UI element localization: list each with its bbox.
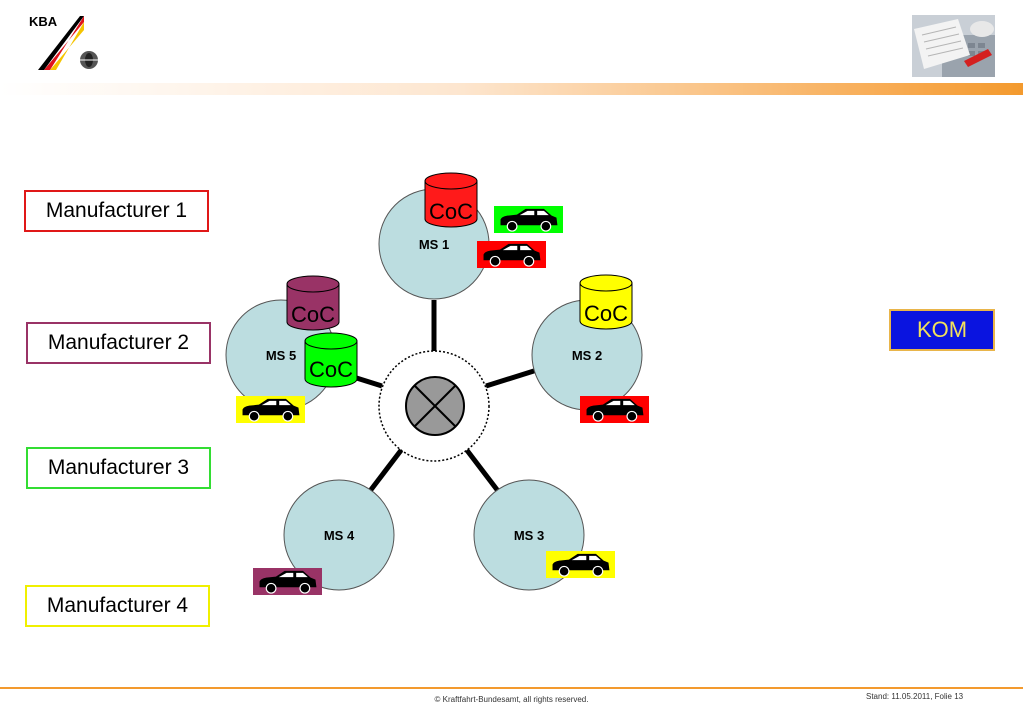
federal-eagle-icon	[80, 51, 98, 69]
ms-label: MS 4	[324, 528, 355, 543]
car-tag	[477, 241, 546, 268]
logo-text: KBA	[29, 14, 58, 29]
header-bar	[0, 83, 1023, 95]
car-tag	[546, 551, 615, 578]
connection-ms2	[485, 367, 538, 389]
coc-label: CoC	[291, 302, 335, 327]
ms-node-ms4: MS 4	[283, 479, 395, 591]
connection-ms4	[368, 447, 404, 493]
manufacturer-label: Manufacturer 3	[47, 456, 190, 479]
ms-label: MS 3	[514, 528, 544, 543]
car-tag	[253, 568, 322, 595]
copyright-text: © Kraftfahrt-Bundesamt, all rights reser…	[434, 695, 589, 704]
manufacturer-label: Manufacturer 1	[45, 199, 188, 222]
manufacturer-label: Manufacturer 2	[47, 331, 190, 354]
header-photo	[912, 15, 995, 77]
kba-logo	[22, 10, 122, 76]
manufacturer-4-box: Manufacturer 4	[25, 585, 210, 627]
manufacturer-1-box: Manufacturer 1	[24, 190, 209, 232]
kom-box: KOM	[889, 309, 995, 351]
slide-date-number: Stand: 11.05.2011, Folie 13	[866, 692, 964, 701]
car-tag	[236, 396, 305, 423]
coc-label: CoC	[429, 199, 473, 224]
coc-database-yellow: CoC	[579, 274, 633, 330]
manufacturer-2-box: Manufacturer 2	[26, 322, 211, 364]
car-tag	[580, 396, 649, 423]
hub-cross-icon	[405, 376, 465, 436]
ms-label: MS 5	[266, 348, 296, 363]
connection-ms3	[464, 447, 500, 493]
coc-database-red: CoC	[424, 172, 478, 228]
central-hub	[378, 350, 490, 462]
coc-label: CoC	[309, 357, 353, 382]
coc-database-green: CoC	[304, 332, 358, 388]
manufacturer-label: Manufacturer 4	[46, 594, 189, 617]
coc-label: CoC	[584, 301, 628, 326]
ms-label: MS 2	[572, 348, 602, 363]
ms-label: MS 1	[419, 237, 449, 252]
footer-line	[0, 687, 1023, 689]
coc-database-purple: CoC	[286, 275, 340, 331]
car-tag	[494, 206, 563, 233]
kom-label: KOM	[916, 317, 968, 342]
manufacturer-3-box: Manufacturer 3	[26, 447, 211, 489]
